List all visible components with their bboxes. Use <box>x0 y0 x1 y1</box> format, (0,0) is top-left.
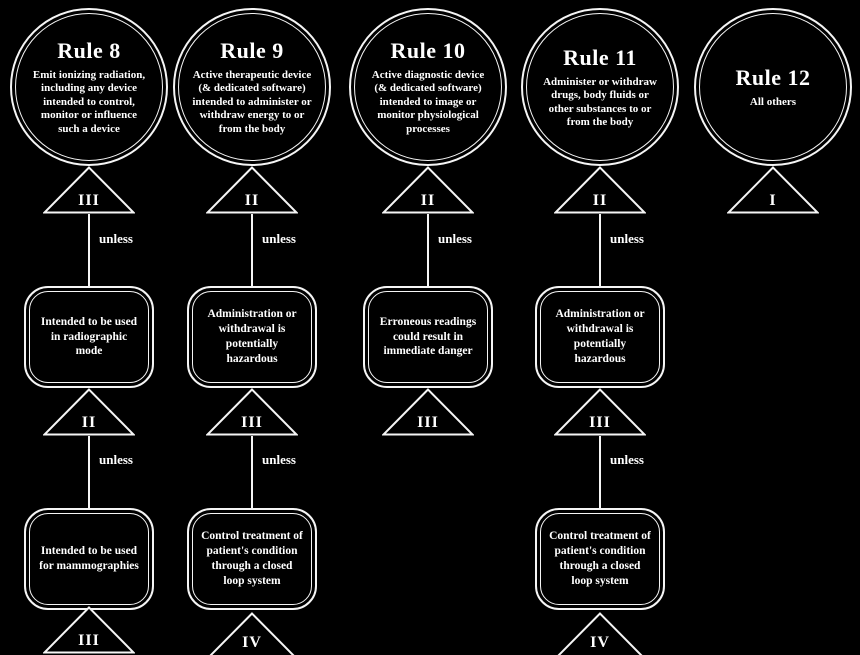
rule-8-class-label-2: II <box>81 414 97 431</box>
rule-8-condition-text-2: Intended to be used for mammographies <box>39 545 139 572</box>
rule-9-class-triangle-1: II <box>206 166 298 214</box>
triangle-icon <box>382 166 474 214</box>
rule-11-class-label-2: III <box>589 414 611 431</box>
triangle-icon <box>727 166 819 214</box>
rule-8-class-label-3: III <box>78 632 100 649</box>
rule-9-circle: Rule 9 Active therapeutic device (& dedi… <box>173 8 331 166</box>
rule-12-class-triangle-1: I <box>727 166 819 214</box>
triangle-icon <box>554 166 646 214</box>
rule-11-description: Administer or withdraw drugs, body fluid… <box>543 75 657 128</box>
rule-8-class-triangle-3: III <box>43 606 135 654</box>
rule-12-class-label-1: I <box>769 192 777 209</box>
triangle-icon <box>554 388 646 436</box>
rule-10-class-triangle-1: II <box>382 166 474 214</box>
triangle-icon <box>43 166 135 214</box>
rule-8-condition-box-1: Intended to be used in radiographic mode <box>24 286 154 388</box>
triangle-icon <box>557 612 643 655</box>
rule-11-class-triangle-2: III <box>554 388 646 436</box>
rule-8-title: Rule 8 <box>57 37 121 63</box>
rule-9-unless-label-1: unless <box>262 231 296 246</box>
rule-9-connector-1 <box>251 214 253 286</box>
rule-11-condition-text-2: Control treatment of patient's condition… <box>549 530 651 587</box>
rule-11-circle: Rule 11 Administer or withdraw drugs, bo… <box>521 8 679 166</box>
triangle-icon <box>43 606 135 654</box>
rule-9-condition-text-1: Administration or withdrawal is potentia… <box>207 308 297 365</box>
rule-9-description: Active therapeutic device (& dedicated s… <box>192 68 312 135</box>
rule-9-title: Rule 9 <box>220 37 284 63</box>
rule-10-condition-text-1: Erroneous readings could result in immed… <box>379 315 477 358</box>
rule-8-condition-text-1: Intended to be used in radiographic mode <box>40 315 138 358</box>
rule-12-description: All others <box>749 95 797 108</box>
rule-11-condition-text-1: Administration or withdrawal is potentia… <box>555 308 645 365</box>
rule-8-circle: Rule 8 Emit ionizing radiation, includin… <box>10 8 168 166</box>
rule-8-connector-2 <box>88 436 90 508</box>
rule-8-condition-box-2: Intended to be used for mammographies <box>24 508 154 610</box>
rule-10-connector-1 <box>427 214 429 286</box>
rule-8-class-triangle-2: II <box>43 388 135 436</box>
rule-12-circle: Rule 12 All others <box>694 8 852 166</box>
rule-11-class-label-1: II <box>592 192 608 209</box>
rule-8-connector-1 <box>88 214 90 286</box>
triangle-icon <box>206 166 298 214</box>
rule-10-circle: Rule 10 Active diagnostic device (& dedi… <box>349 8 507 166</box>
rule-10-unless-label-1: unless <box>438 231 472 246</box>
rule-11-title: Rule 11 <box>563 44 637 70</box>
rule-11-class-triangle-3: IV <box>554 612 646 655</box>
rule-9-condition-box-1: Administration or withdrawal is potentia… <box>187 286 317 388</box>
rule-11-connector-2 <box>599 436 601 508</box>
rule-12-title: Rule 12 <box>735 64 811 90</box>
rule-9-class-triangle-2: III <box>206 388 298 436</box>
rule-9-class-label-2: III <box>241 414 263 431</box>
rule-9-class-triangle-3: IV <box>206 612 298 655</box>
rule-9-class-label-1: II <box>244 192 260 209</box>
rule-9-unless-label-2: unless <box>262 452 296 467</box>
rule-8-class-label-1: III <box>78 192 100 209</box>
rule-11-unless-label-1: unless <box>610 231 644 246</box>
rule-8-unless-label-2: unless <box>99 452 133 467</box>
rule-8-description: Emit ionizing radiation, including any d… <box>32 68 146 135</box>
rule-11-connector-1 <box>599 214 601 286</box>
rule-10-description: Active diagnostic device (& dedicated so… <box>371 68 485 135</box>
rule-9-class-label-3: IV <box>242 634 262 651</box>
rule-9-condition-box-2: Control treatment of patient's condition… <box>187 508 317 610</box>
triangle-icon <box>382 388 474 436</box>
rule-9-connector-2 <box>251 436 253 508</box>
triangle-icon <box>206 388 298 436</box>
rule-8-unless-label-1: unless <box>99 231 133 246</box>
rule-10-title: Rule 10 <box>390 37 466 63</box>
rule-9-condition-text-2: Control treatment of patient's condition… <box>201 530 303 587</box>
rule-10-class-label-2: III <box>417 414 439 431</box>
rule-11-condition-box-2: Control treatment of patient's condition… <box>535 508 665 610</box>
rule-10-class-triangle-2: III <box>382 388 474 436</box>
triangle-icon <box>209 612 295 655</box>
rule-11-class-triangle-1: II <box>554 166 646 214</box>
rule-8-class-triangle-1: III <box>43 166 135 214</box>
rule-11-condition-box-1: Administration or withdrawal is potentia… <box>535 286 665 388</box>
rule-10-condition-box-1: Erroneous readings could result in immed… <box>363 286 493 388</box>
rule-10-class-label-1: II <box>420 192 436 209</box>
triangle-icon <box>43 388 135 436</box>
rule-11-class-label-3: IV <box>590 634 610 651</box>
rule-11-unless-label-2: unless <box>610 452 644 467</box>
